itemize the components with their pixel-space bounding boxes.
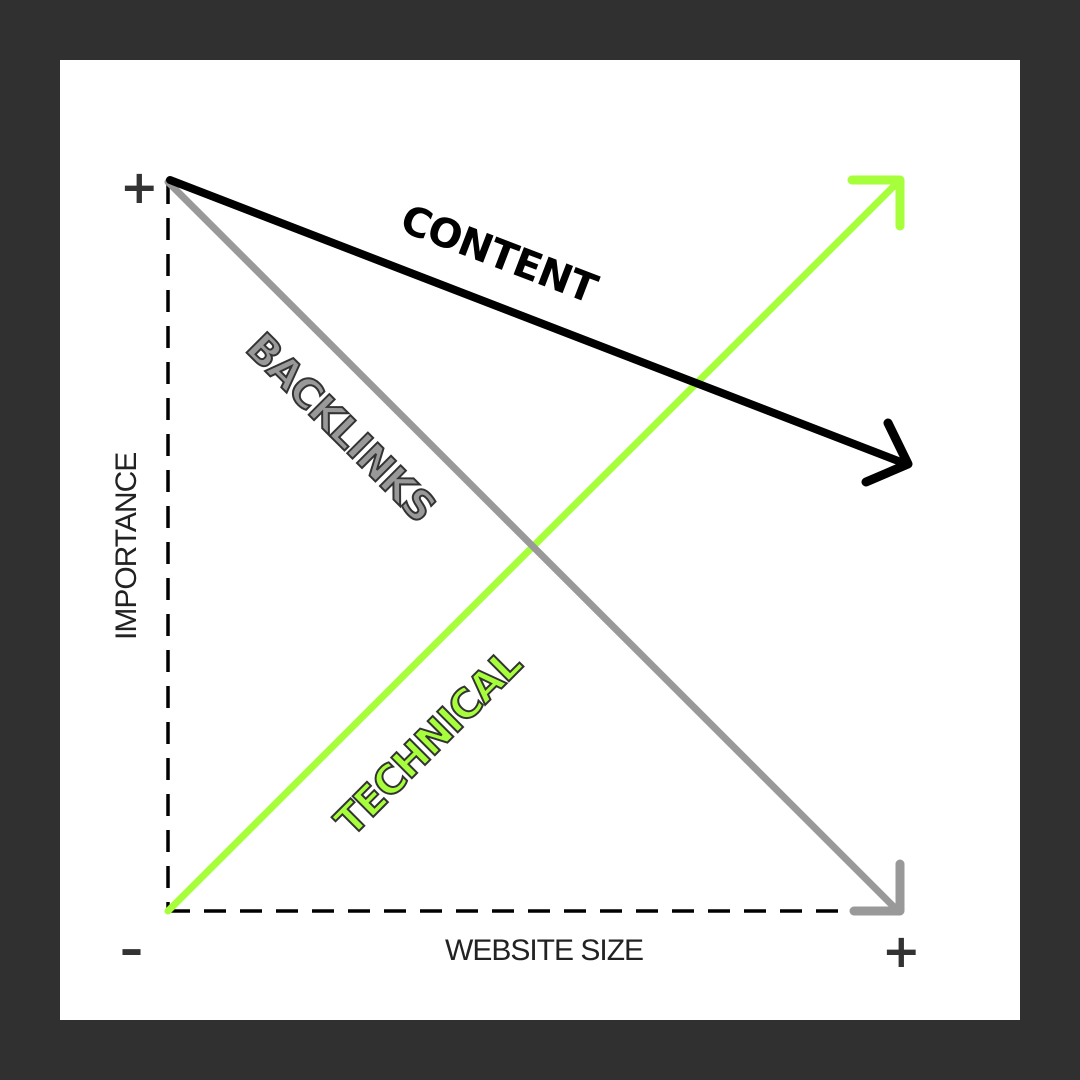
backlinks-line: [164, 178, 905, 916]
backlinks-arrowhead-icon: [849, 859, 905, 916]
technical-label: TECHNICAL: [327, 641, 531, 845]
chart-panel: CONTENT BACKLINKS TECHNICAL IMPORTANCE W…: [60, 60, 1020, 1020]
content-label: CONTENT: [394, 196, 604, 313]
x-max-sign: +: [882, 924, 921, 978]
x-min-sign: –: [120, 922, 143, 976]
chart-svg: CONTENT BACKLINKS TECHNICAL IMPORTANCE W…: [110, 160, 921, 978]
x-axis-label: WEBSITE SIZE: [445, 934, 643, 967]
content-arrowhead-icon: [861, 418, 913, 487]
y-axis-label: IMPORTANCE: [110, 453, 143, 640]
technical-arrowhead-icon: [847, 175, 905, 231]
content-line: [166, 176, 913, 487]
y-max-sign: +: [120, 160, 159, 214]
